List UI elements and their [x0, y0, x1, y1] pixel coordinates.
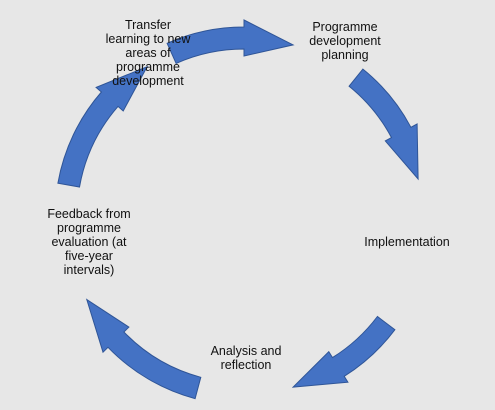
cycle-arrow-implementation-to-analysis	[291, 315, 396, 388]
node-label-transfer: Transfer learning to new areas of progra…	[105, 18, 191, 88]
node-label-planning: Programme development planning	[309, 20, 381, 62]
cycle-arrow-analysis-to-feedback	[85, 298, 202, 400]
cycle-arrow-feedback-to-transfer	[57, 65, 149, 188]
cycle-arrow-planning-to-implementation	[348, 68, 419, 181]
cycle-arrow-transfer-to-planning	[166, 19, 295, 65]
node-label-analysis: Analysis and reflection	[210, 344, 282, 372]
node-label-implementation: Implementation	[364, 235, 450, 249]
node-label-feedback: Feedback from programme evaluation (at f…	[47, 207, 131, 277]
